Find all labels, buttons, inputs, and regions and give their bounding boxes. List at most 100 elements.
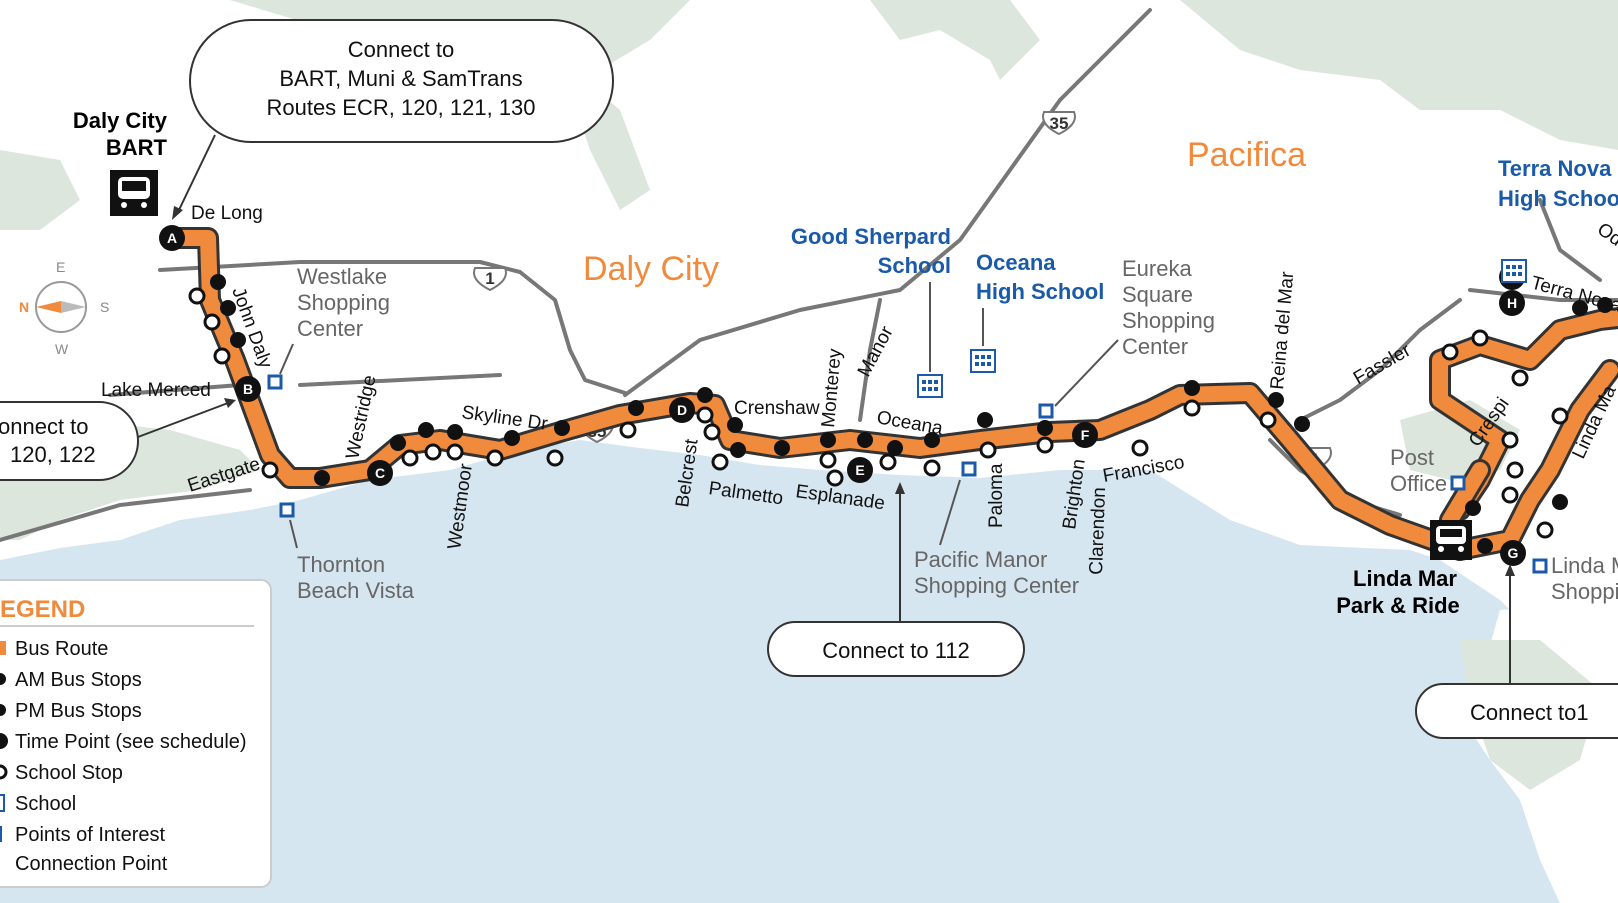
time-point-label: C <box>375 465 385 481</box>
am-stop <box>979 441 997 459</box>
park-area <box>870 0 1040 80</box>
legend-item: PM Bus Stops <box>0 700 142 722</box>
callout-line: Connect to 112 <box>822 638 970 663</box>
street-label-lake-merced: Lake Merced <box>101 380 211 401</box>
poi-name: Thornton <box>297 552 385 577</box>
pm-stop <box>977 412 993 428</box>
callout-pacific-manor: Connect to 112 <box>767 482 1025 677</box>
pm-stop <box>447 424 463 440</box>
am-stop <box>1131 439 1149 457</box>
legend-item: Points of Interest <box>0 824 166 846</box>
school-icon <box>970 349 996 373</box>
pm-stop <box>554 420 570 436</box>
daly-city-bart: Daly City BART <box>73 108 168 216</box>
pm-stop <box>1184 380 1200 396</box>
legend-item: Time Point (see schedule) <box>0 731 247 753</box>
callout-lake-merced: onnect to 120, 122 <box>0 398 236 481</box>
callout-line: Connect to <box>348 37 454 62</box>
school-name: High School <box>1498 186 1618 211</box>
legend-item: AM Bus Stops <box>0 669 142 691</box>
callout-daly-city-bart: Connect to BART, Muni & SamTrans Routes … <box>172 19 614 220</box>
poi-thornton: Thornton Beach Vista <box>279 502 415 603</box>
am-stop <box>424 443 442 461</box>
station-name: Park & Ride <box>1336 593 1460 618</box>
school-name: Oceana <box>976 250 1056 275</box>
legend-label: School Stop <box>15 762 123 784</box>
poi-marker <box>961 461 977 477</box>
pm-stop <box>1572 300 1588 316</box>
time-point-label: E <box>855 462 864 478</box>
school-icon <box>1501 259 1527 283</box>
legend: EGEND Bus Route AM Bus Stops PM Bus Stop… <box>0 579 272 888</box>
legend-item: School <box>0 793 76 815</box>
pm-stop <box>697 387 713 403</box>
time-point-label: G <box>1508 545 1519 561</box>
pm-stop <box>230 332 246 348</box>
pm-stop <box>314 470 330 486</box>
time-point-f: F <box>1072 422 1098 448</box>
time-point-label: A <box>167 230 177 246</box>
compass-w-label: W <box>55 341 69 357</box>
poi-name: Office <box>1390 471 1447 496</box>
highway-35-label: 35 <box>1050 114 1069 133</box>
poi-marker <box>279 502 295 518</box>
pm-stop <box>628 400 644 416</box>
poi-eureka: Eureka Square Shopping Center <box>1038 256 1215 419</box>
park-area <box>1180 0 1618 150</box>
am-stop <box>1551 407 1569 425</box>
pm-stop <box>210 274 226 290</box>
legend-title: EGEND <box>0 596 85 623</box>
pm-stop <box>418 422 434 438</box>
am-stop <box>1259 411 1277 429</box>
highway-shield: 35 <box>1042 111 1076 136</box>
am-stop <box>619 421 637 439</box>
city-label-pacifica: Pacifica <box>1187 136 1306 174</box>
pm-stop <box>1552 494 1568 510</box>
legend-item: Bus Route <box>0 638 108 660</box>
am-stop <box>486 449 504 467</box>
am-stop <box>1183 399 1201 417</box>
callout-line: 120, 122 <box>10 442 96 467</box>
poi-name: Beach Vista <box>297 578 415 603</box>
school-oceana: Oceana High School <box>970 250 1104 373</box>
station-name: Daly City <box>73 108 168 133</box>
compass-n-label: N <box>19 299 29 315</box>
school-name: High School <box>976 279 1104 304</box>
pm-stop <box>1268 392 1284 408</box>
time-point-e: E <box>847 457 873 483</box>
time-point-g: G <box>1500 540 1526 566</box>
callout-line: Connect to1 <box>1470 700 1589 725</box>
am-stop <box>546 449 564 467</box>
time-point-label: F <box>1081 427 1090 443</box>
pm-stop <box>390 435 406 451</box>
school-icon <box>917 374 943 398</box>
poi-name: Eureka <box>1122 256 1192 281</box>
pm-stop <box>857 432 873 448</box>
park-and-ride-icon <box>1430 520 1472 560</box>
poi-name: Shopping <box>297 290 390 315</box>
legend-label: Time Point (see schedule) <box>15 731 247 753</box>
poi-pacific-manor: Pacific Manor Shopping Center <box>914 461 1079 598</box>
pm-stop <box>1465 500 1481 516</box>
poi-name: Center <box>297 316 363 341</box>
time-point-d: D <box>669 397 695 423</box>
time-point-a: A <box>159 225 185 251</box>
poi-name: Pacific Manor <box>914 547 1047 572</box>
park-area <box>0 150 80 230</box>
callout-line: Routes ECR, 120, 121, 130 <box>266 95 535 120</box>
am-stop <box>703 423 721 441</box>
poi-linda-mar-shopping: Linda M Shoppi <box>1532 553 1618 604</box>
school-terra-nova: Terra Nova High School <box>1498 156 1618 283</box>
compass-e-label: E <box>56 259 65 275</box>
am-stop <box>261 461 279 479</box>
time-point-label: D <box>677 402 687 418</box>
pm-stop <box>1294 416 1310 432</box>
am-stop <box>819 451 837 469</box>
land <box>0 0 1618 640</box>
poi-name: Shopping <box>1122 308 1215 333</box>
am-stop <box>1501 486 1519 504</box>
time-point-label: H <box>1507 295 1517 311</box>
pm-stop <box>1597 297 1613 313</box>
legend-label: Bus Route <box>15 638 108 660</box>
